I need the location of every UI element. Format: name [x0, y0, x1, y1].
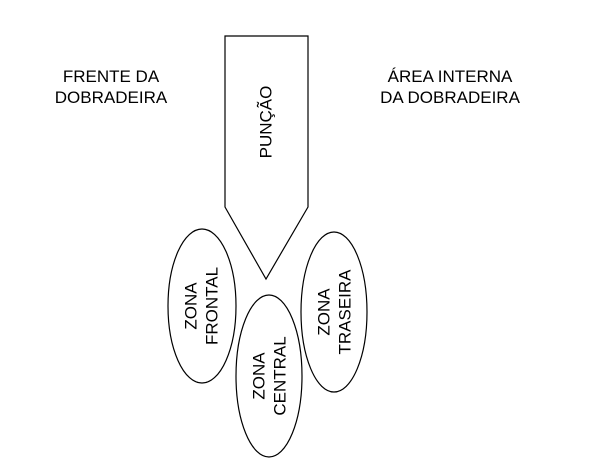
- punch-label: PUNÇÃO: [257, 86, 276, 159]
- zone-central-label-line1: ZONA: [250, 352, 269, 400]
- zone-central-ellipse: [235, 294, 303, 458]
- zone-central-label-line2: CENTRAL: [271, 336, 290, 415]
- zone-front: ZONA FRONTAL: [167, 228, 237, 384]
- inner-area-label-line2: DA DOBRADEIRA: [380, 88, 520, 107]
- punch-shape: [224, 35, 309, 281]
- zone-rear-label-line2: TRASEIRA: [336, 269, 355, 355]
- front-label-line2: DOBRADEIRA: [55, 88, 168, 107]
- inner-area-label-line1: ÁREA INTERNA: [388, 67, 513, 86]
- zone-front-ellipse: [167, 228, 237, 384]
- front-label-line1: FRENTE DA: [63, 67, 160, 86]
- zone-rear-ellipse: [300, 231, 368, 393]
- zone-rear: ZONA TRASEIRA: [300, 231, 368, 393]
- zone-front-label-line1: ZONA: [182, 282, 201, 330]
- zone-central: ZONA CENTRAL: [235, 294, 303, 458]
- zone-front-label-line2: FRONTAL: [203, 267, 222, 345]
- zone-rear-label-line1: ZONA: [315, 288, 334, 336]
